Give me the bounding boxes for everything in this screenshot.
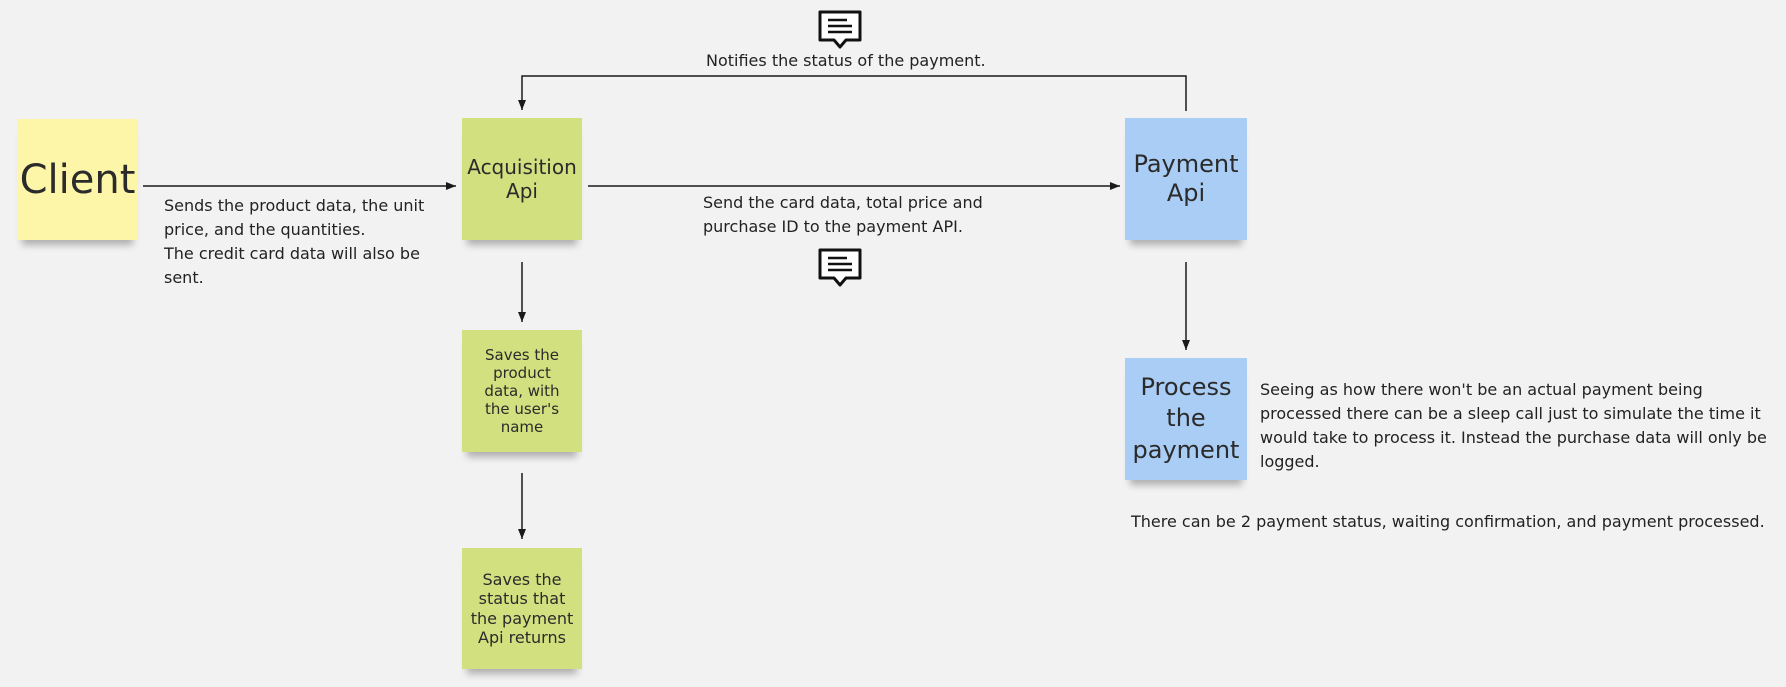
- note-payment-notifies-text: Notifies the status of the payment.: [706, 51, 986, 70]
- sticky-acquisition-api-label: Acquisition Api: [467, 155, 577, 203]
- note-payment-notifies: Notifies the status of the payment.: [706, 49, 1006, 73]
- note-acquisition-to-payment-text: Send the card data, total price and purc…: [703, 193, 983, 236]
- sticky-acquisition-api[interactable]: Acquisition Api: [462, 118, 582, 240]
- comment-icon[interactable]: [817, 248, 863, 288]
- comment-icon[interactable]: [817, 10, 863, 50]
- note-client-to-acquisition-line1: Sends the product data, the unit price, …: [164, 196, 425, 239]
- sticky-saves-product[interactable]: Saves the product data, with the user's …: [462, 330, 582, 452]
- sticky-process-payment[interactable]: Process the payment: [1125, 358, 1247, 480]
- sticky-saves-product-label: Saves the product data, with the user's …: [484, 346, 560, 436]
- sticky-saves-status[interactable]: Saves the status that the payment Api re…: [462, 548, 582, 669]
- sticky-client-label: Client: [19, 156, 136, 203]
- note-payment-statuses-text: There can be 2 payment status, waiting c…: [1131, 512, 1765, 531]
- sticky-payment-api-label: Payment Api: [1133, 150, 1239, 207]
- sticky-client[interactable]: Client: [17, 119, 138, 240]
- arrow-payment-notifies-acquisition[interactable]: [518, 75, 1187, 111]
- note-client-to-acquisition: Sends the product data, the unit price, …: [164, 194, 434, 290]
- note-payment-statuses: There can be 2 payment status, waiting c…: [1131, 510, 1771, 534]
- note-client-to-acquisition-line2: The credit card data will also be sent.: [164, 244, 420, 287]
- note-process-explanation: Seeing as how there won't be an actual p…: [1260, 378, 1778, 474]
- sticky-payment-api[interactable]: Payment Api: [1125, 118, 1247, 240]
- note-acquisition-to-payment: Send the card data, total price and purc…: [703, 191, 998, 239]
- sticky-saves-status-label: Saves the status that the payment Api re…: [470, 570, 574, 647]
- sticky-process-payment-label: Process the payment: [1132, 373, 1240, 464]
- note-process-explanation-text: Seeing as how there won't be an actual p…: [1260, 380, 1767, 471]
